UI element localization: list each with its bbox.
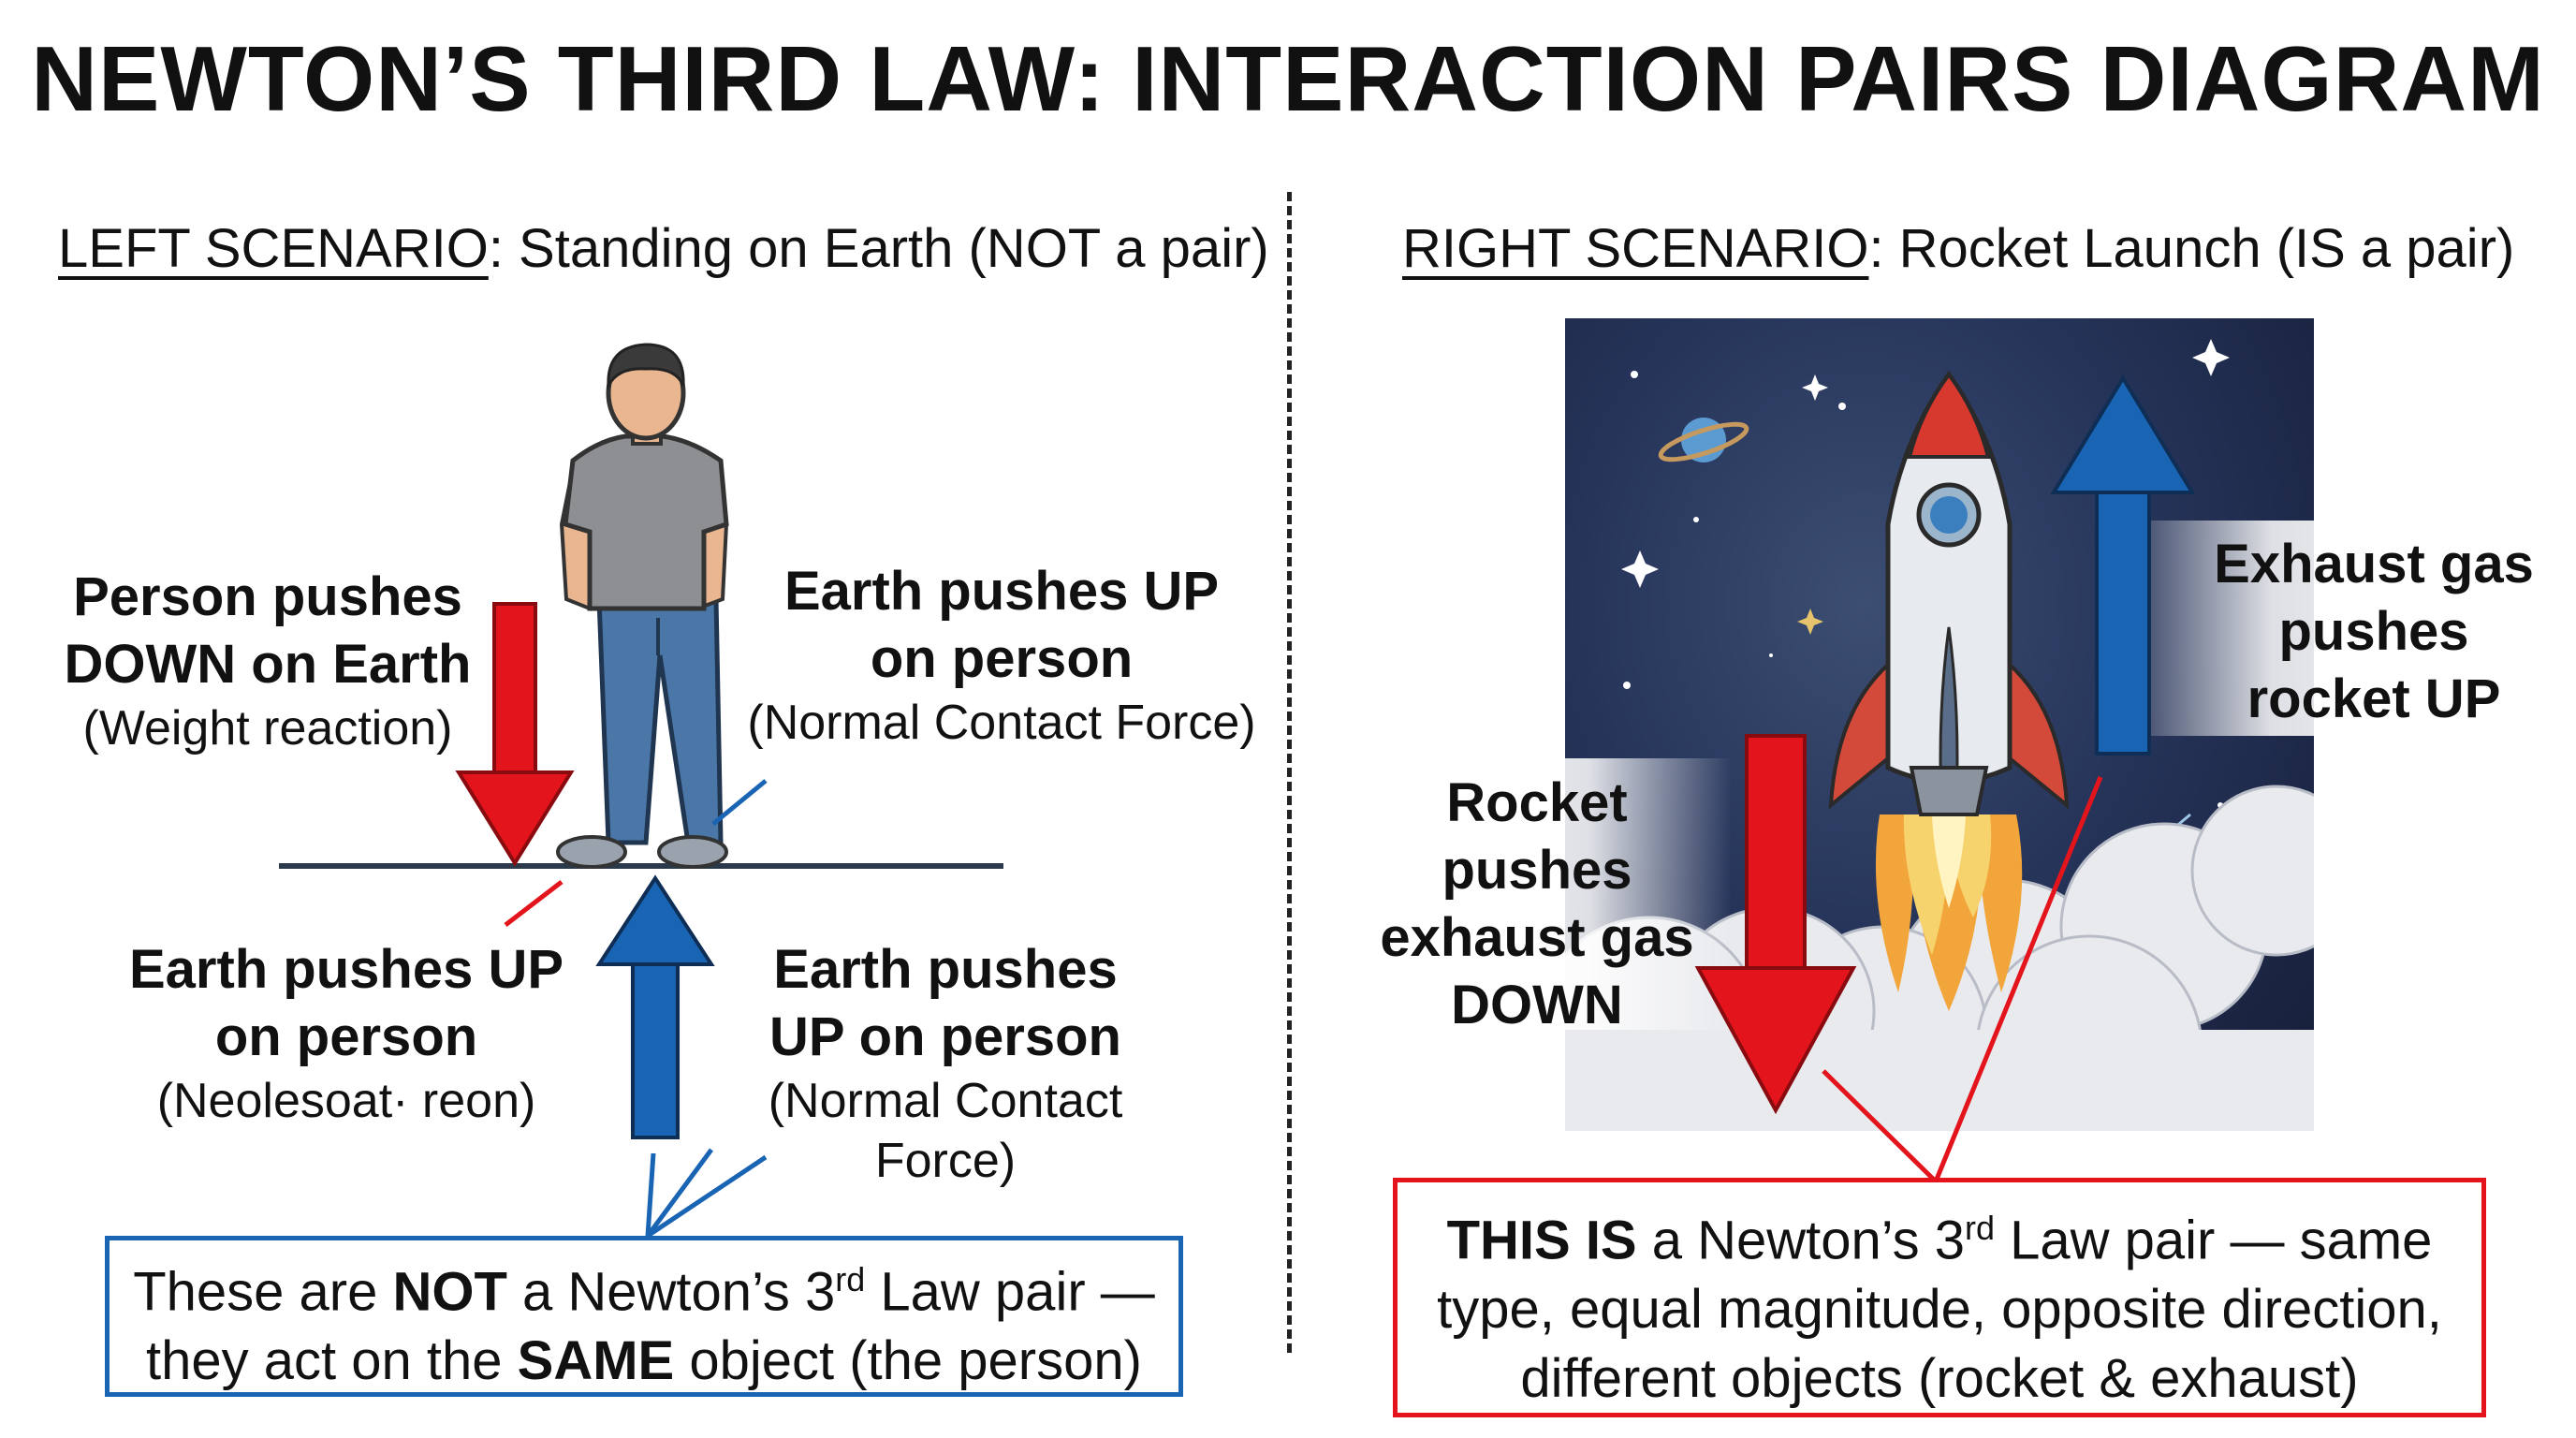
left-note-bold-not: NOT	[392, 1261, 507, 1323]
leader-line-box-right	[646, 1154, 768, 1239]
right-note-line2: type, equal magnitude, opposite directio…	[1437, 1279, 2442, 1341]
left-scenario-description: : Standing on Earth (NOT a pair)	[488, 218, 1269, 279]
red-arrow-rocket-pushes-exhaust-down	[1694, 734, 1857, 1115]
leader-line-normal-force-top	[711, 779, 768, 826]
label-rocket-line4: DOWN	[1451, 975, 1623, 1035]
label-exhaust-pushes-rocket-up: Exhaust gas pushes rocket UP	[2187, 531, 2561, 733]
right-scenario-label: RIGHT SCENARIO	[1402, 218, 1869, 279]
glow-behind-exhaust-label	[2117, 521, 2501, 736]
person-figure	[556, 343, 729, 869]
label-rocket-line3: exhaust gas	[1380, 907, 1694, 968]
blue-arrow-exhaust-pushes-rocket-up	[2050, 374, 2196, 756]
right-note-text-2: a Newton’s 3	[1636, 1210, 1965, 1271]
left-note-box: These are NOT a Newton’s 3rd Law pair — …	[105, 1236, 1183, 1397]
right-note-bold-this-is: THIS IS	[1446, 1210, 1637, 1271]
label-rocket-pushes-exhaust-down: Rocket pushes exhaust gas DOWN	[1344, 770, 1730, 1039]
leader-line-box-to-red-arrow	[1822, 1069, 1938, 1183]
planet-icon	[1658, 418, 1749, 462]
label-earth-top-line2: on person	[870, 628, 1134, 689]
label-earth-right-sub2: Force)	[874, 1134, 1017, 1188]
leader-line-normal-force-bottom	[645, 1148, 714, 1238]
glow-behind-rocket-label	[1376, 758, 1732, 1030]
page-title: NEWTON’S THIRD LAW: INTERACTION PAIRS DI…	[31, 27, 2545, 130]
left-scenario-label: LEFT SCENARIO	[58, 218, 489, 279]
rocket-flame	[1875, 814, 2023, 1011]
label-earth-pushes-up-right: Earth pushes UP on person (Normal Contac…	[739, 936, 1151, 1191]
left-note-bold-same: SAME	[517, 1330, 675, 1392]
label-earth-right-line1: Earth pushes	[773, 939, 1118, 1000]
label-exhaust-line2: pushes	[2278, 601, 2469, 662]
label-earth-left-line1: Earth pushes UP	[128, 939, 564, 1000]
left-note-text-2: a Newton’s 3	[506, 1261, 836, 1323]
gold-star	[1797, 609, 1823, 635]
right-note-line3: different objects (rocket & exhaust)	[1520, 1348, 2359, 1410]
label-earth-left-line2: on person	[214, 1006, 478, 1067]
left-note-text-1: These are	[133, 1261, 393, 1323]
right-scenario-description: : Rocket Launch (IS a pair)	[1868, 218, 2515, 279]
left-scenario-illustration	[279, 343, 1003, 1239]
label-exhaust-line1: Exhaust gas	[2214, 534, 2534, 594]
red-arrow-person-pushes-down	[455, 602, 575, 867]
right-note-sup: rd	[1964, 1209, 1995, 1247]
leader-line-red-small	[504, 880, 564, 927]
label-person-sub: (Weight reaction)	[82, 701, 453, 756]
left-note-text-5: object (the person)	[674, 1330, 1142, 1392]
label-rocket-line1: Rocket	[1446, 772, 1628, 833]
left-scenario-heading: LEFT SCENARIO: Standing on Earth (NOT a …	[58, 217, 1269, 280]
label-earth-top-sub: (Normal Contact Force)	[747, 696, 1256, 750]
label-person-line2: DOWN on Earth	[64, 634, 472, 695]
label-person-line1: Person pushes	[73, 566, 462, 627]
label-earth-right-sub1: (Normal Contact	[768, 1074, 1123, 1128]
label-rocket-line2: pushes	[1442, 840, 1632, 901]
label-earth-left-sub: (Neolesoat· reon)	[156, 1074, 536, 1128]
right-scenario-heading: RIGHT SCENARIO: Rocket Launch (IS a pair…	[1402, 217, 2514, 280]
left-note-text-4: they act on the	[146, 1330, 518, 1392]
left-note-text-3: Law pair —	[865, 1261, 1155, 1323]
left-note-sup: rd	[835, 1260, 866, 1299]
label-exhaust-line3: rocket UP	[2247, 668, 2501, 729]
center-divider	[1287, 192, 1292, 1353]
leader-line-box-to-blue-arrow	[1933, 776, 2103, 1182]
label-earth-right-line2: UP on person	[769, 1006, 1121, 1067]
right-note-box: THIS IS a Newton’s 3rd Law pair — same t…	[1393, 1178, 2486, 1417]
label-earth-top-line1: Earth pushes UP	[783, 561, 1220, 622]
label-person-pushes-down: Person pushes DOWN on Earth (Weight reac…	[36, 564, 500, 758]
rocket-icon	[1828, 370, 2070, 816]
leader-line-box-to-arrow	[645, 1152, 656, 1237]
blue-arrow-earth-pushes-up	[595, 874, 715, 1139]
right-note-text-3: Law pair — same	[1995, 1210, 2433, 1271]
label-earth-pushes-up-left: Earth pushes UP on person (Neolesoat· re…	[112, 936, 580, 1131]
label-earth-pushes-up-top: Earth pushes UP on person (Normal Contac…	[739, 558, 1264, 753]
